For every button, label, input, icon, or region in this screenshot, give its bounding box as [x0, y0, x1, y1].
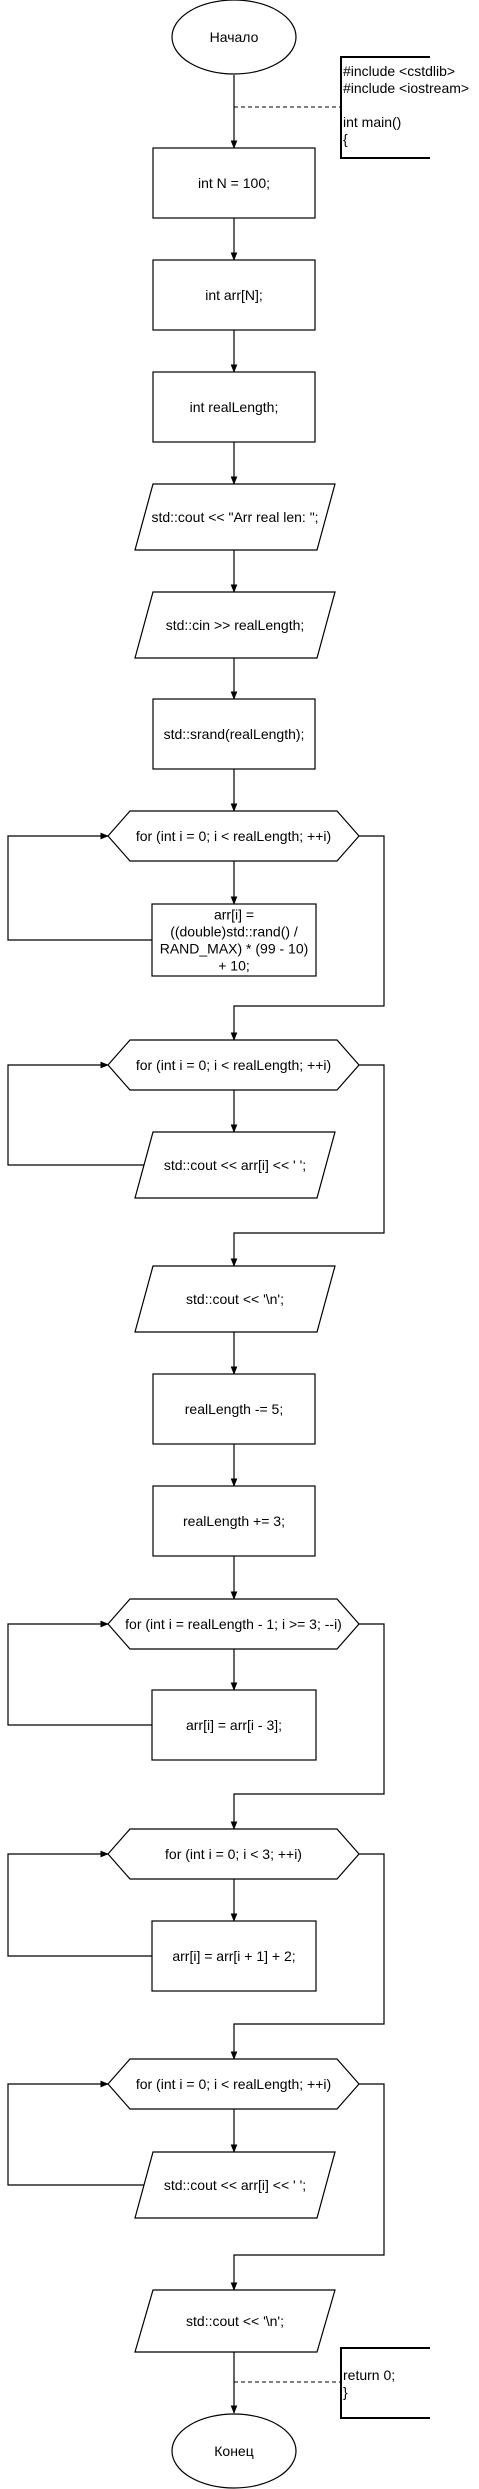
node-process-2: int arr[N];	[152, 259, 316, 331]
node-loop-7: for (int i = 0; i < realLength; ++i)	[107, 810, 360, 862]
node-label: arr[i] = arr[i + 1] + 2;	[172, 1948, 295, 1964]
node-process-1: int N = 100;	[152, 147, 316, 219]
node-label: int realLength;	[190, 399, 279, 415]
node-label: int N = 100;	[198, 175, 270, 191]
node-io-20: std::cout << '\n';	[134, 2289, 336, 2353]
node-label: std::cout << '\n';	[186, 1291, 284, 1307]
process-shape	[152, 1485, 316, 1557]
node-label: for (int i = 0; i < realLength; ++i)	[136, 1057, 331, 1073]
node-label: arr[i] = arr[i - 3];	[186, 1717, 282, 1733]
connectors	[7, 75, 385, 2414]
start-terminator: Начало	[171, 0, 297, 75]
node-process-12: realLength -= 5;	[152, 1373, 316, 1445]
node-process-6: std::srand(realLength);	[152, 698, 316, 770]
node-io-5: std::cin >> realLength;	[134, 591, 336, 659]
node-loop-16: for (int i = 0; i < 3; ++i)	[107, 1828, 360, 1880]
loop-shape	[107, 810, 360, 862]
process-shape	[152, 371, 316, 443]
annotation-top-text: #include <cstdlib>#include <iostream>int…	[343, 63, 469, 147]
node-label: realLength -= 5;	[185, 1401, 283, 1417]
annotation-bottom-text: return 0;}	[343, 2367, 395, 2400]
node-io-4: std::cout << "Arr real len: ";	[134, 483, 336, 551]
loop-shape	[107, 2058, 360, 2110]
node-label: for (int i = 0; i < 3; ++i)	[165, 1846, 302, 1862]
io-shape	[134, 1265, 336, 1333]
node-io-10: std::cout << arr[i] << ' ';	[134, 1131, 336, 1199]
start-label: Начало	[210, 29, 259, 45]
node-loop-18: for (int i = 0; i < realLength; ++i)	[107, 2058, 360, 2110]
end-label: Конец	[214, 2443, 253, 2459]
io-shape	[134, 2289, 336, 2353]
node-label: std::cout << "Arr real len: ";	[151, 509, 318, 525]
node-process-3: int realLength;	[152, 371, 316, 443]
process-shape	[152, 1373, 316, 1445]
loop-shape	[107, 1828, 360, 1880]
node-io-11: std::cout << '\n';	[134, 1265, 336, 1333]
process-shape	[151, 1689, 317, 1761]
node-process-15: arr[i] = arr[i - 3];	[151, 1689, 317, 1761]
node-label: std::cout << '\n';	[186, 2313, 284, 2329]
io-shape	[134, 591, 336, 659]
process-shape	[152, 259, 316, 331]
node-label: realLength += 3;	[183, 1513, 285, 1529]
node-label: std::cout << arr[i] << ' ';	[164, 1157, 306, 1173]
node-process-17: arr[i] = arr[i + 1] + 2;	[151, 1920, 317, 1992]
node-label: int arr[N];	[205, 287, 263, 303]
loop-shape	[107, 1039, 360, 1091]
node-label: arr[i] =((double)std::rand() /RAND_MAX) …	[160, 907, 309, 974]
process-shape	[151, 903, 317, 977]
node-io-19: std::cout << arr[i] << ' ';	[134, 2151, 336, 2219]
node-process-8: arr[i] =((double)std::rand() /RAND_MAX) …	[151, 903, 317, 977]
process-shape	[151, 1920, 317, 1992]
node-label: for (int i = 0; i < realLength; ++i)	[136, 2076, 331, 2092]
node-loop-14: for (int i = realLength - 1; i >= 3; --i…	[107, 1598, 360, 1650]
node-label: std::srand(realLength);	[164, 726, 305, 742]
node-process-13: realLength += 3;	[152, 1485, 316, 1557]
node-label: for (int i = 0; i < realLength; ++i)	[136, 828, 331, 844]
process-shape	[152, 698, 316, 770]
io-shape	[134, 483, 336, 551]
loop-shape	[107, 1598, 360, 1650]
end-terminator: Конец	[171, 2413, 297, 2489]
io-shape	[134, 1131, 336, 1199]
node-label: std::cout << arr[i] << ' ';	[164, 2177, 306, 2193]
annotation-top: #include <cstdlib>#include <iostream>int…	[340, 56, 469, 159]
process-shape	[152, 147, 316, 219]
annotation-bottom: return 0;}	[340, 2347, 430, 2419]
flowchart-nodes: int N = 100; int arr[N]; int realLength; st…	[107, 147, 360, 2353]
node-label: for (int i = realLength - 1; i >= 3; --i…	[125, 1616, 342, 1632]
node-label: std::cin >> realLength;	[166, 617, 305, 633]
io-shape	[134, 2151, 336, 2219]
node-loop-9: for (int i = 0; i < realLength; ++i)	[107, 1039, 360, 1091]
